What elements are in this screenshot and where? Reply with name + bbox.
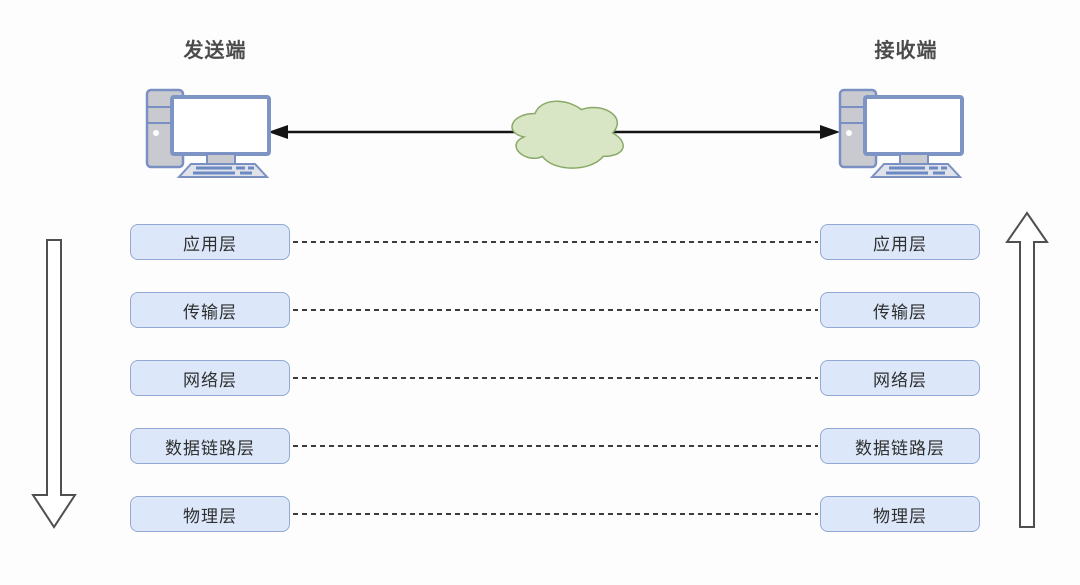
receiver-layer-transport: 传输层 [820, 292, 980, 328]
receive-direction-up-arrow [1005, 211, 1049, 528]
sender-layer-application: 应用层 [130, 224, 290, 260]
sender-label: 发送端 [183, 40, 247, 62]
send-direction-down-arrow [31, 239, 77, 529]
receiver-label: 接收端 [874, 40, 938, 62]
sender-layer-network: 网络层 [130, 360, 290, 396]
left-arrowhead-icon [268, 125, 288, 139]
sender-layer-physical: 物理层 [130, 496, 290, 532]
peer-dashed-line-physical [293, 513, 818, 515]
peer-dashed-line-application [293, 241, 818, 243]
peer-dashed-line-datalink [293, 445, 818, 447]
receiver-computer-icon [838, 88, 964, 179]
peer-dashed-line-network [293, 377, 818, 379]
sender-computer-icon [145, 88, 271, 179]
sender-layer-transport: 传输层 [130, 292, 290, 328]
receiver-layer-physical: 物理层 [820, 496, 980, 532]
sender-layer-datalink: 数据链路层 [130, 428, 290, 464]
peer-dashed-line-transport [293, 309, 818, 311]
receiver-layer-datalink: 数据链路层 [820, 428, 980, 464]
receiver-layer-network: 网络层 [820, 360, 980, 396]
receiver-layer-application: 应用层 [820, 224, 980, 260]
right-arrowhead-icon [820, 125, 840, 139]
network-cloud-icon [511, 100, 624, 169]
